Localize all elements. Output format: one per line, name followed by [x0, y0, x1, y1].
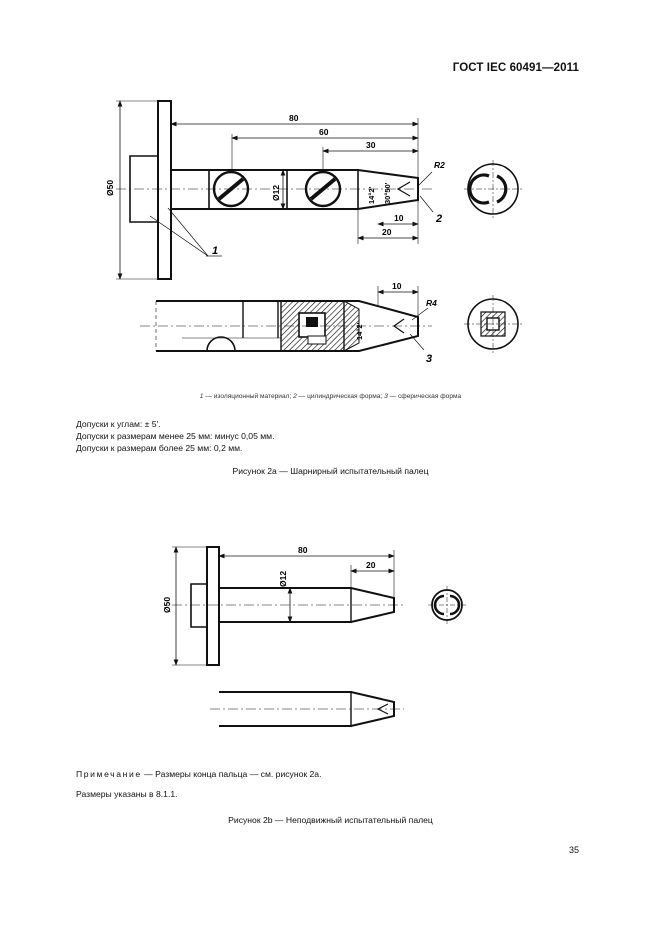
- dim-phi50-2a: Ø50: [105, 180, 115, 196]
- dim-phi12-2b: Ø12: [278, 571, 288, 587]
- dim-angle2-2a: 30°50': [383, 182, 392, 204]
- dim-r4: R4: [426, 298, 437, 308]
- reference-line: Размеры указаны в 8.1.1.: [76, 789, 178, 799]
- dim-phi12-2a: Ø12: [271, 185, 281, 201]
- note-line: Примечание — Размеры конца пальца — см. …: [76, 769, 321, 779]
- note-text: — Размеры конца пальца — см. рисунок 2а.: [141, 769, 322, 779]
- dim-phi50-2b: Ø50: [162, 597, 172, 613]
- dim-60-2a: 60: [319, 127, 329, 137]
- note-label: Примечание: [76, 769, 142, 779]
- dim-angle1-2a: 14°2': [367, 186, 376, 204]
- dim-30-2a: 30: [366, 140, 376, 150]
- tolerance-line: Допуски к размерам менее 25 мм: минус 0,…: [76, 431, 275, 441]
- callout-1: 1: [212, 245, 218, 257]
- dim-80-2a: 80: [289, 113, 299, 123]
- page-number: 35: [568, 845, 579, 855]
- dim-10b-2a: 10: [392, 281, 402, 291]
- callout-2: 2: [435, 213, 442, 225]
- figure-2a-legend: 1 — изоляционный материал; 2 — цилиндрич…: [199, 393, 462, 400]
- flange-2a: [157, 100, 172, 280]
- dim-r2: R2: [434, 160, 445, 170]
- tolerance-line: Допуски к размерам более 25 мм: 0,2 мм.: [76, 443, 243, 453]
- finger-body-2a: [170, 169, 419, 210]
- figure-2a-caption: Рисунок 2а — Шарнирный испытательный пал…: [232, 466, 429, 476]
- figure-2b-caption: Рисунок 2b — Неподвижный испытательный п…: [228, 815, 433, 825]
- flange-2b: [206, 546, 220, 666]
- dim-angle3-2a: 14°2': [355, 322, 364, 340]
- dim-20-2a: 20: [382, 227, 392, 237]
- callout-3: 3: [426, 353, 432, 365]
- tolerance-line: Допуски к углам: ± 5'.: [76, 419, 161, 429]
- dim-10-2a: 10: [394, 213, 404, 223]
- standard-header: ГОСТ IEC 60491—2011: [452, 62, 579, 74]
- dim-80-2b: 80: [298, 545, 308, 555]
- dim-20-2b: 20: [366, 560, 376, 570]
